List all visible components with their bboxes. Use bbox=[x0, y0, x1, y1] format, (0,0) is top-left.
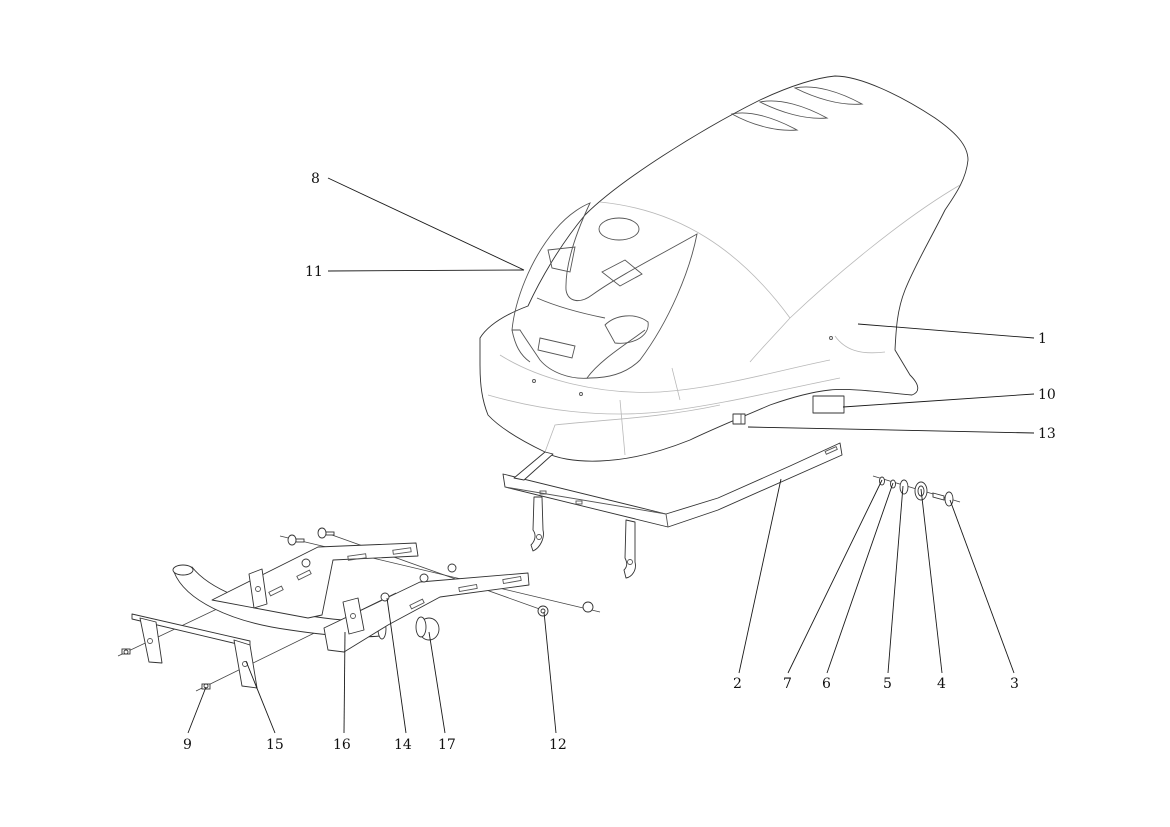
leader-lines bbox=[187, 177, 1035, 734]
callout-12: 12 bbox=[549, 737, 567, 753]
leader-4 bbox=[920, 488, 943, 674]
small-bracket-part bbox=[732, 413, 746, 425]
nut-part bbox=[380, 592, 390, 602]
callout-4: 4 bbox=[937, 676, 946, 692]
hardware-stack bbox=[872, 475, 961, 507]
callout-13: 13 bbox=[1038, 426, 1056, 442]
callout-2: 2 bbox=[733, 676, 742, 692]
leader-6 bbox=[826, 482, 894, 674]
leader-13 bbox=[747, 426, 1035, 434]
nut-part bbox=[582, 601, 594, 613]
washer-part bbox=[899, 479, 909, 495]
callout-10: 10 bbox=[1038, 387, 1056, 403]
callout-8: 8 bbox=[311, 171, 320, 187]
bolt-part bbox=[317, 527, 335, 539]
leader-16 bbox=[343, 631, 346, 734]
callout-17: 17 bbox=[438, 737, 456, 753]
callout-5: 5 bbox=[883, 676, 892, 692]
leader-3 bbox=[949, 499, 1015, 674]
leader-14 bbox=[386, 597, 407, 734]
nut-part bbox=[419, 573, 429, 583]
leader-1 bbox=[857, 323, 1035, 339]
nut-part bbox=[301, 558, 311, 568]
leader-11 bbox=[327, 269, 525, 272]
frame-assembly bbox=[117, 527, 601, 692]
bolt-part bbox=[287, 534, 305, 546]
callout-6: 6 bbox=[822, 676, 831, 692]
callout-1: 1 bbox=[1038, 331, 1047, 347]
screw-part bbox=[121, 648, 131, 655]
callout-7: 7 bbox=[783, 676, 792, 692]
leader-2 bbox=[738, 478, 782, 674]
nut-part bbox=[447, 563, 457, 573]
leader-9 bbox=[187, 686, 207, 734]
leader-15 bbox=[245, 660, 276, 734]
callout-15: 15 bbox=[266, 737, 284, 753]
callout-16: 16 bbox=[333, 737, 351, 753]
leader-5 bbox=[887, 485, 904, 674]
fairing-part bbox=[479, 75, 969, 462]
spacer-part bbox=[932, 492, 945, 501]
callout-9: 9 bbox=[183, 737, 192, 753]
end-cap-part bbox=[415, 616, 440, 641]
leader-8 bbox=[327, 177, 525, 271]
leader-7 bbox=[787, 479, 883, 674]
leader-12 bbox=[543, 611, 557, 734]
leader-10 bbox=[842, 393, 1035, 408]
nut-part-12 bbox=[537, 605, 549, 617]
leader-17 bbox=[428, 631, 446, 734]
support-bar-part bbox=[502, 442, 843, 579]
screw-part-9 bbox=[201, 683, 211, 690]
callout-3: 3 bbox=[1010, 676, 1019, 692]
callout-11: 11 bbox=[305, 264, 323, 280]
label-plate-part bbox=[812, 395, 845, 414]
callout-14: 14 bbox=[394, 737, 412, 753]
callout-labels: 1 2 3 4 5 6 7 8 9 10 11 12 13 14 15 16 1… bbox=[183, 171, 1056, 753]
